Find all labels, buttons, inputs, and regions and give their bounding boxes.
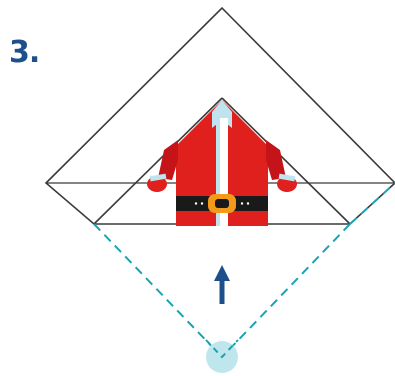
arrow-up-icon xyxy=(214,265,230,304)
